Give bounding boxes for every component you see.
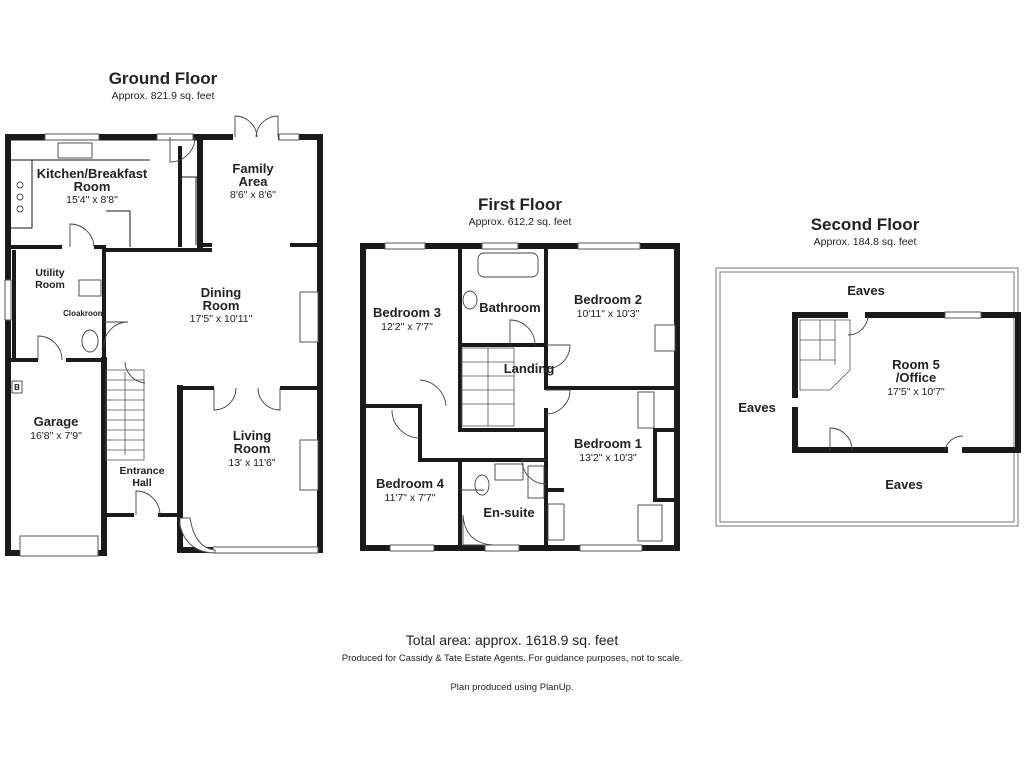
ensuite-label: En-suite <box>483 505 534 520</box>
first-floor-title: First Floor <box>478 195 562 214</box>
bedroom-4-dimensions: 11'7" x 7'7" <box>385 492 436 504</box>
room-5-label: Room 5 <box>892 357 940 372</box>
cloakroom-label: Cloakroom <box>63 309 105 318</box>
eaves-label-top: Eaves <box>847 283 885 298</box>
garage-label: Garage <box>34 414 79 429</box>
shower <box>462 514 494 546</box>
garage-door <box>19 535 99 557</box>
second-floor-area: Approx. 184.8 sq. feet <box>814 236 917 248</box>
family-area-label: Family <box>232 161 274 176</box>
bathtub <box>477 252 539 278</box>
bedroom-1-dimensions: 13'2" x 10'3" <box>579 452 637 464</box>
dining-room-label: Dining <box>201 285 241 300</box>
window <box>944 311 982 319</box>
basin <box>462 290 478 310</box>
second-floor: Second Floor Approx. 184.8 sq. feet Room… <box>715 215 1021 527</box>
window <box>278 133 300 141</box>
door-arc <box>391 319 571 491</box>
eaves-outline <box>715 267 1019 527</box>
second-floor-title: Second Floor <box>811 215 920 234</box>
window <box>384 242 426 250</box>
window <box>44 133 100 141</box>
radiator <box>654 324 676 352</box>
plan-credit: Plan produced using PlanUp. <box>450 682 574 693</box>
disclaimer-note: Produced for Cassidy & Tate Estate Agent… <box>341 653 683 664</box>
kitchen-sink <box>57 142 93 159</box>
first-floor: First Floor Approx. 612.2 sq. feet <box>360 195 680 552</box>
bedroom-3-label: Bedroom 3 <box>373 305 441 320</box>
entrance-hall-label: Entrance <box>120 465 165 477</box>
living-room-dimensions: 13' x 11'6" <box>228 457 276 469</box>
window <box>579 544 643 552</box>
boiler-marker <box>11 380 23 394</box>
window <box>481 242 519 250</box>
dining-room-label-2: Room <box>203 298 240 313</box>
window <box>4 279 12 321</box>
door-arc <box>37 115 281 516</box>
window <box>577 242 641 250</box>
fireplace <box>299 291 319 343</box>
first-floor-inner-walls <box>361 244 679 550</box>
room-5-label-2: /Office <box>896 370 936 385</box>
wardrobe <box>547 503 565 541</box>
bedroom-1-label: Bedroom 1 <box>574 436 642 451</box>
ground-floor-area: Approx. 821.9 sq. feet <box>112 90 215 102</box>
room-5-dimensions: 17'5" x 10'7" <box>887 386 945 398</box>
eaves-outline-inner <box>719 271 1015 523</box>
bedroom-3-dimensions: 12'2" x 7'7" <box>381 321 433 333</box>
family-area-label-2: Area <box>239 174 269 189</box>
living-room-label: Living <box>233 428 271 443</box>
first-stairs <box>461 347 515 427</box>
ground-stairs <box>105 369 145 461</box>
utility-room-label-2: Room <box>35 279 65 291</box>
ground-floor-outer-walls <box>5 134 323 556</box>
entrance-hall-label-2: Hall <box>132 477 151 489</box>
ground-floor: Ground Floor Approx. 821.9 sq. feet <box>4 69 323 557</box>
ground-floor-inner-walls <box>6 146 322 555</box>
utility-sink <box>78 279 102 297</box>
bedroom-2-dimensions: 10'11" x 10'3" <box>577 308 640 320</box>
ensuite-basin <box>494 463 524 481</box>
ground-floor-title: Ground Floor <box>109 69 218 88</box>
first-floor-outer-walls <box>360 243 680 551</box>
window <box>156 133 194 141</box>
dining-room-dimensions: 17'5" x 10'11" <box>190 313 253 325</box>
toilet <box>474 474 490 496</box>
kitchen-counters <box>10 139 198 247</box>
eaves-label-bottom: Eaves <box>885 477 923 492</box>
window <box>389 544 435 552</box>
eaves-label-left: Eaves <box>738 400 776 415</box>
hob-ring-icon <box>16 181 24 189</box>
total-area: Total area: approx. 1618.9 sq. feet <box>405 632 619 648</box>
boiler-marker-label: B <box>14 383 20 392</box>
bathroom-label: Bathroom <box>479 300 540 315</box>
utility-room-label: Utility <box>35 267 64 279</box>
bedroom-2-label: Bedroom 2 <box>574 292 642 307</box>
window <box>484 544 520 552</box>
bay-window <box>179 517 216 554</box>
fireplace <box>299 439 319 491</box>
second-stairs <box>799 319 851 391</box>
family-area-dimensions: 8'6" x 8'6" <box>230 189 276 201</box>
living-room-label-2: Room <box>234 441 271 456</box>
hob-ring-icon <box>16 193 24 201</box>
wardrobe <box>637 504 663 542</box>
second-floor-walls <box>792 312 1021 453</box>
garage-dimensions: 16'8" x 7'9" <box>30 430 82 442</box>
first-floor-area: Approx. 612.2 sq. feet <box>469 216 572 228</box>
hob-ring-icon <box>16 205 24 213</box>
toilet <box>81 329 99 353</box>
kitchen-label-2: Room <box>74 179 111 194</box>
wardrobe <box>637 391 655 429</box>
door-arc <box>829 314 964 451</box>
bedroom-4-label: Bedroom 4 <box>376 476 445 491</box>
window <box>212 546 319 554</box>
kitchen-label: Kitchen/Breakfast <box>37 166 148 181</box>
landing-label: Landing <box>504 361 555 376</box>
kitchen-dimensions: 15'4" x 8'8" <box>66 194 118 206</box>
